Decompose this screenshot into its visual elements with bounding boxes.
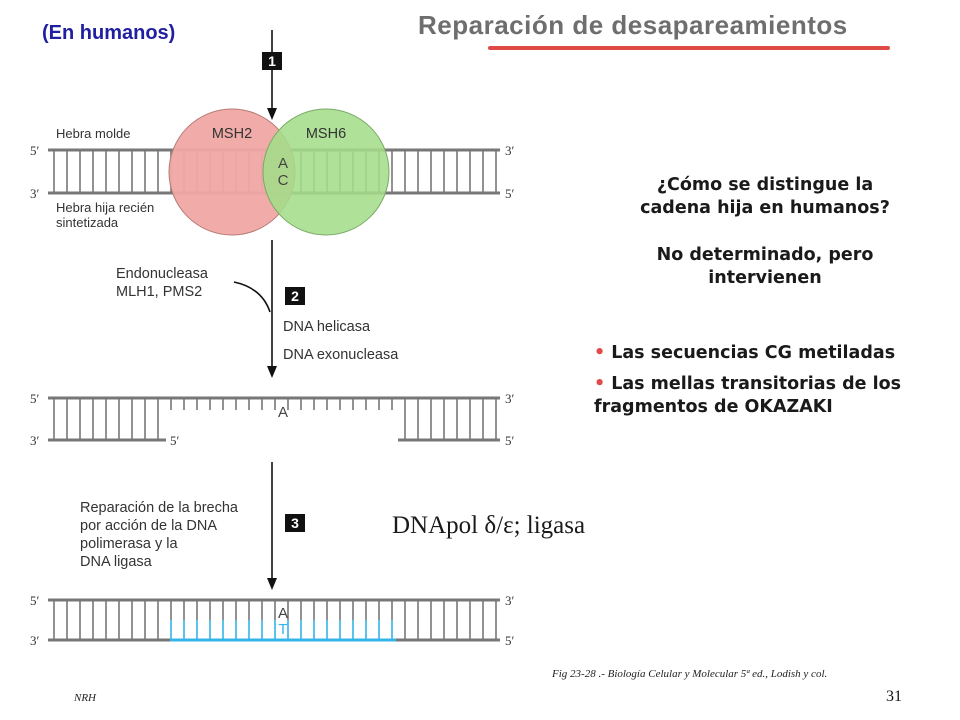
mismatch-base-bottom: C (278, 172, 289, 189)
bullet-text: Las mellas transitorias de los fragmento… (594, 374, 902, 417)
msh6-protein (262, 108, 390, 236)
mlh1-pms2-label: MLH1, PMS2 (116, 284, 202, 300)
dna1-3prime-top: 3′ (505, 143, 515, 158)
page-number: 31 (886, 688, 902, 705)
msh2-label: MSH2 (212, 126, 252, 142)
endonuclease-curve (233, 281, 271, 313)
dna2-base-pairs (53, 398, 497, 440)
msh6-label: MSH6 (306, 126, 346, 142)
dna1-5prime-top: 5′ (30, 143, 40, 158)
step2-box (285, 287, 305, 305)
daughter-strand-label-line2: sintetizada (56, 215, 119, 230)
answer-line1: No determinado, pero (656, 245, 874, 265)
step1-arrow-head (267, 108, 277, 120)
dna1-5prime-bottom: 5′ (505, 186, 515, 201)
step3-label-line3: polimerasa y la (80, 536, 178, 552)
dna3-base-pairs (53, 600, 497, 640)
step3-label-line4: DNA ligasa (80, 554, 153, 570)
step2-arrow-head (267, 366, 277, 378)
slide-title: Reparación de desapareamientos (418, 10, 848, 40)
dna2-backbones (48, 396, 500, 442)
step2-number: 2 (291, 288, 299, 304)
subtitle: (En humanos) (42, 22, 176, 44)
bullet-item: •Las mellas transitorias de los fragment… (594, 373, 939, 419)
dna3-3prime-bottom: 3′ (30, 633, 40, 648)
bullet-dot-icon: • (594, 343, 606, 363)
mismatch-base-top: A (278, 155, 288, 172)
dna2-3prime-top: 3′ (505, 391, 515, 406)
bullet-list: •Las secuencias CG metiladas •Las mellas… (594, 342, 939, 427)
title-underline (488, 46, 890, 50)
template-strand-label: Hebra molde (56, 126, 130, 141)
dna2-5prime-bottom: 5′ (505, 433, 515, 448)
step3-label-line2: por acción de la DNA (80, 518, 217, 534)
figure-citation: Fig 23-28 .- Biología Celular y Molecula… (552, 668, 828, 680)
exonuclease-label: DNA exonucleasa (283, 347, 399, 363)
step1-box (262, 52, 282, 70)
step3-arrow-head (267, 578, 277, 590)
step3-label-line1: Reparación de la brecha (80, 500, 239, 516)
repair-base-bottom: T (278, 621, 287, 638)
question-block: ¿Cómo se distingue la cadena hija en hum… (595, 174, 935, 290)
question-line2: cadena hija en humanos? (640, 198, 890, 218)
dna2-3prime-bottom: 3′ (30, 433, 40, 448)
question-line1: ¿Cómo se distingue la (656, 175, 874, 195)
endonuclease-label: Endonucleasa (116, 266, 209, 282)
daughter-strand-label-line1: Hebra hija recién (56, 200, 154, 215)
dnapol-label: DNApol δ/ε; ligasa (392, 512, 586, 539)
answer-line2: intervienen (708, 268, 822, 288)
helicase-label: DNA helicasa (283, 319, 371, 335)
gap-base-label: A (278, 404, 288, 421)
dna3-5prime-top: 5′ (30, 593, 40, 608)
step1-number: 1 (268, 53, 276, 69)
bullet-dot-icon: • (594, 374, 606, 394)
dna2-5prime-top: 5′ (30, 391, 40, 406)
bullet-item: •Las secuencias CG metiladas (594, 342, 939, 365)
step3-box (285, 514, 305, 532)
dna2-5prime-gap: 5′ (170, 433, 180, 448)
bullet-text: Las secuencias CG metiladas (611, 343, 896, 363)
dna3-backbones (48, 598, 500, 642)
dna3-3prime-top: 3′ (505, 593, 515, 608)
step3-number: 3 (291, 515, 299, 531)
dna1-3prime-bottom: 3′ (30, 186, 40, 201)
author-initials: NRH (74, 692, 96, 704)
dna3-5prime-bottom: 5′ (505, 633, 515, 648)
repair-base-top: A (278, 605, 288, 622)
